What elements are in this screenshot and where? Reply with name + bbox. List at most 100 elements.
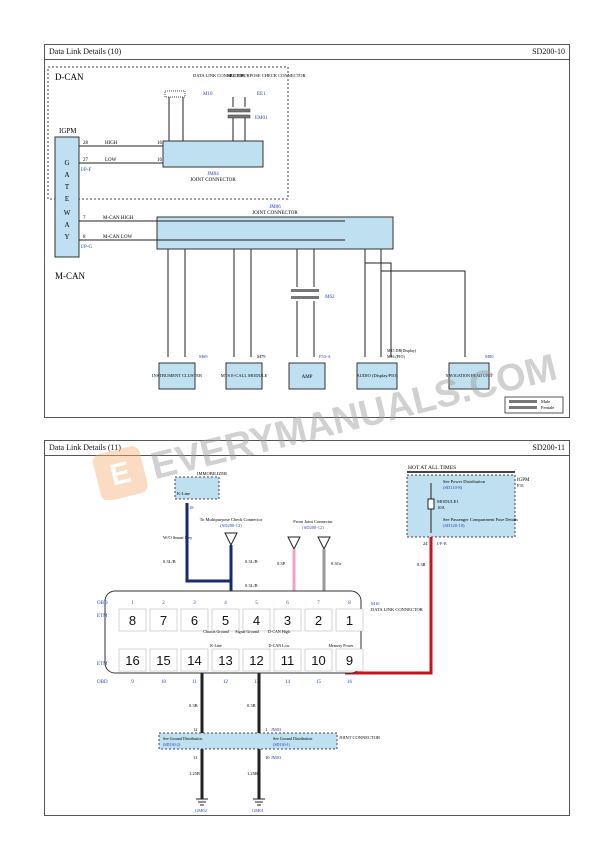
- jm03-id-bottom: JM03: [271, 755, 282, 760]
- dlc-pin-grid: 1816927151036141145131254121363111472101…: [118, 601, 364, 685]
- pin-28: 28: [83, 141, 89, 146]
- wire-03gr: 0.3Gr: [331, 561, 342, 566]
- igpm-sub: F31: [517, 483, 524, 488]
- pin-27: 27: [83, 158, 89, 163]
- jm03-name: JOINT CONNECTOR: [339, 735, 380, 740]
- etm-bottom-pin: 14: [187, 653, 201, 668]
- etm-bottom-pin: 9: [346, 653, 353, 668]
- etm-bottom-pin: 16: [125, 653, 139, 668]
- lbl-chassis: Chassis Ground: [203, 629, 228, 634]
- f53a-id: F53-A: [319, 354, 332, 359]
- dlc-name: DATA LINK CONNECTOR: [371, 607, 423, 612]
- wire-mcan-high: M-CAN HIGH: [103, 216, 134, 221]
- pin-8: 8: [83, 235, 86, 240]
- from-jc: From Joint Connector: [293, 519, 333, 524]
- dlc-cell-bottom: [335, 648, 364, 672]
- m16-id: M16 (PIO): [387, 354, 405, 359]
- row-label-etm-bottom: ETM: [97, 662, 108, 667]
- lbl-memory: Memory Power: [329, 643, 355, 648]
- immobilizer-box: [174, 476, 220, 500]
- jm04-id: JM04: [207, 172, 219, 177]
- see-power-dist-ref[interactable]: (SD110-8): [443, 485, 463, 490]
- wire-03lb-b: 0.3L/B: [245, 559, 258, 564]
- module-nav: [448, 362, 490, 390]
- obd-top-pin: 2: [162, 601, 165, 606]
- conn-ipf: I/P-F: [81, 168, 92, 173]
- jm06-name: JOINT CONNECTOR: [252, 211, 298, 216]
- wire-125b-b: 1.25B: [247, 771, 258, 776]
- jm06-id: JM06: [269, 205, 281, 210]
- dlc-cell-top: [242, 608, 271, 632]
- dlc-cell-top: [211, 608, 240, 632]
- module-nav-label: NAVIGATION HEAD UNIT: [445, 373, 493, 378]
- gateway-letter-a2: A: [64, 221, 69, 229]
- mcc-id: EE1: [257, 92, 266, 97]
- etm-top-pin: 2: [315, 613, 322, 628]
- dlc-cell-bottom: [242, 648, 271, 672]
- dcan-region: [47, 66, 289, 200]
- to-mcc-ref[interactable]: (SD200-12): [220, 523, 242, 528]
- obd-top-pin: 7: [317, 601, 320, 606]
- wire-03lb-c: 0.3L/B: [245, 583, 258, 588]
- jm03-id-top: JM03: [271, 727, 282, 732]
- ground-id-left: GM02: [195, 808, 207, 813]
- dlc-cell-bottom: [273, 648, 302, 672]
- jm03-pin-1: 1: [265, 727, 267, 732]
- obd-top-pin: 1: [131, 601, 134, 606]
- etm-top-pin: 5: [222, 613, 229, 628]
- dlc-cell-bottom: [180, 648, 209, 672]
- see-pass-comp-ref[interactable]: (SD120-10): [443, 523, 465, 528]
- row-label-obd-bottom: OBD: [97, 680, 108, 685]
- module-cluster-label: INSTRUMENT CLUSTER: [152, 373, 202, 378]
- from-jc-ref[interactable]: (SD200-12): [302, 525, 324, 530]
- legend-box: [504, 396, 564, 414]
- jm03-pin-12: 12: [193, 727, 198, 732]
- obd-top-pin: 6: [286, 601, 289, 606]
- wire-03b-b: 0.3B: [247, 703, 256, 708]
- lbl-dcan-high: D-CAN High: [268, 629, 290, 634]
- module-cluster: [158, 362, 196, 390]
- gateway-letter-t: T: [65, 183, 70, 191]
- lbl-dcan-low: D-CAN Low: [269, 643, 290, 648]
- dlc-cell-top: [180, 608, 209, 632]
- panel-header: Data Link Details (11) SD200-11: [45, 441, 569, 456]
- lbl-kline: K-Line: [210, 643, 222, 648]
- obd-bottom-pin: 11: [192, 680, 197, 685]
- see-gd2-ref[interactable]: (SD130-1): [273, 742, 291, 747]
- obd-bottom-pin: 10: [161, 680, 167, 685]
- mcc-title: MULTIPURPOSE CHECK CONNECTOR: [227, 73, 306, 78]
- panel-title: Data Link Details (11): [49, 443, 121, 452]
- gateway-letter-g: G: [64, 159, 69, 167]
- etm-top-pin: 3: [284, 613, 291, 628]
- dlc-id: M10: [371, 601, 380, 606]
- jm04-pin-b: 16: [157, 158, 163, 163]
- etm-top-pin: 1: [346, 613, 353, 628]
- lbl-signal: Signal Ground: [235, 629, 258, 634]
- panel-title: Data Link Details (10): [49, 47, 122, 56]
- igpm-label: IGPM: [59, 127, 77, 135]
- obd-bottom-pin: 13: [254, 680, 260, 685]
- dlc-cell-top: [118, 608, 147, 632]
- obd-bottom-pin: 15: [316, 680, 322, 685]
- m15-id: M15 DR(Display): [387, 348, 417, 353]
- m80-id: M80: [485, 354, 494, 359]
- see-gd2: See Ground Distribution: [273, 736, 312, 741]
- gateway-box: [54, 136, 80, 258]
- dlc-cell-bottom: [118, 648, 147, 672]
- ipb-pin: 24: [423, 541, 428, 546]
- obd-top-pin: 5: [255, 601, 258, 606]
- see-gd1-ref[interactable]: (SD130-2): [163, 742, 181, 747]
- wire-03lb-a: 0.3L/B: [163, 559, 176, 564]
- jm03-box: [158, 732, 338, 750]
- m69-id: M69: [199, 354, 208, 359]
- row-label-obd-top: OBD: [97, 601, 108, 606]
- gateway-letter-y: Y: [64, 233, 69, 241]
- wire-03p: 0.3P: [277, 561, 286, 566]
- see-power-dist: See Power Distribution: [443, 479, 486, 484]
- module-ecall: [225, 362, 263, 390]
- igpm-label: IGPM: [517, 478, 530, 483]
- pin-7: 7: [83, 216, 86, 221]
- etm-top-pin: 4: [253, 613, 260, 628]
- see-pass-comp: See Passenger Compartment Fuse Details: [443, 517, 518, 522]
- m18-id: M18: [185, 505, 194, 510]
